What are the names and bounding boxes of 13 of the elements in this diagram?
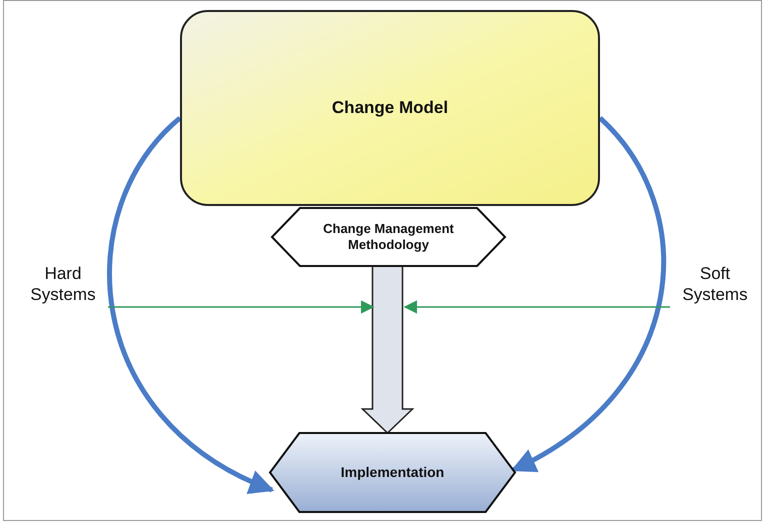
hexagon-box	[270, 433, 515, 512]
node-text: Change Model	[332, 97, 448, 120]
model-box	[180, 10, 600, 206]
arrow	[107, 116, 274, 492]
arrow	[108, 300, 374, 314]
node-text: Change Management Methodology	[322, 220, 455, 254]
node-text: Soft Systems	[681, 262, 749, 306]
block-arrow	[360, 265, 414, 434]
arrow	[404, 300, 670, 314]
node-text: Hard Systems	[29, 262, 97, 306]
node-text: Implementation	[340, 463, 444, 482]
arrow	[510, 116, 666, 472]
hexagon-box	[272, 208, 505, 266]
